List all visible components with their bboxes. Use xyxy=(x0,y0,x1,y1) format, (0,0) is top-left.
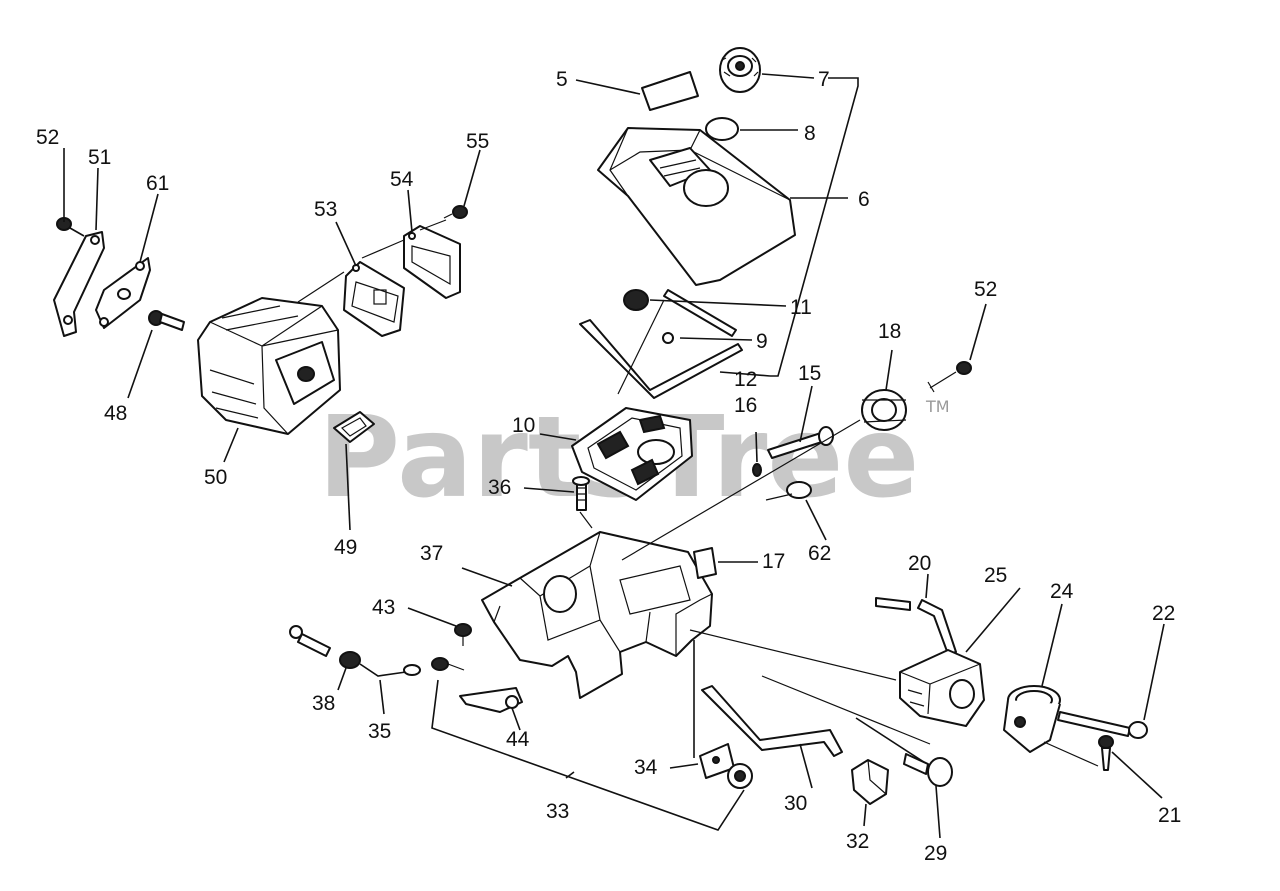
label-5: 5 xyxy=(556,68,568,91)
part-intake-24 xyxy=(1003,685,1061,753)
label-11: 11 xyxy=(790,296,812,319)
part-bolt-22 xyxy=(1057,711,1148,739)
label-62: 62 xyxy=(808,542,831,565)
label-29: 29 xyxy=(924,842,947,865)
part-switch-33 xyxy=(431,657,465,671)
part-screw-43 xyxy=(454,623,472,646)
part-pulley-18 xyxy=(861,389,907,431)
part-fuel-hose-20 xyxy=(875,597,957,655)
part-grommet-33b xyxy=(727,763,753,789)
label-43: 43 xyxy=(372,596,395,619)
part-bolt-48 xyxy=(148,310,185,331)
label-33: 33 xyxy=(546,800,569,823)
label-18: 18 xyxy=(878,320,901,343)
part-oring-8 xyxy=(705,117,739,141)
part-plate-61 xyxy=(95,257,151,329)
guide-line-muffler xyxy=(297,219,447,303)
label-37: 37 xyxy=(420,542,443,565)
label-52-left: 52 xyxy=(36,126,59,149)
label-17: 17 xyxy=(762,550,785,573)
part-bushing-62 xyxy=(786,481,812,499)
part-block-32 xyxy=(851,759,889,805)
part-gasket-17 xyxy=(693,547,717,579)
part-trigger-44 xyxy=(459,687,523,713)
part-muffler-50 xyxy=(197,297,341,435)
label-36: 36 xyxy=(488,476,511,499)
label-21: 21 xyxy=(1158,804,1181,827)
part-chassis-37 xyxy=(481,531,713,699)
watermark-trademark: TM xyxy=(925,397,950,416)
part-spring-16 xyxy=(752,463,762,477)
label-25: 25 xyxy=(984,564,1007,587)
part-fuel-line-12 xyxy=(579,319,743,399)
part-gasket-54 xyxy=(403,225,461,299)
part-heat-shield-53 xyxy=(343,261,405,337)
label-48: 48 xyxy=(104,402,127,425)
part-decal-5 xyxy=(641,71,699,111)
part-throttle-rod-30 xyxy=(701,685,843,757)
part-fuel-cap-7 xyxy=(719,47,761,93)
label-55: 55 xyxy=(466,130,489,153)
label-24: 24 xyxy=(1050,580,1074,603)
label-10: 10 xyxy=(512,414,535,437)
label-7: 7 xyxy=(818,68,830,91)
label-16: 16 xyxy=(734,394,757,417)
guide-line-right xyxy=(689,629,1099,767)
label-49: 49 xyxy=(334,536,357,559)
label-8: 8 xyxy=(804,122,816,145)
leader-lines xyxy=(63,73,1165,839)
label-15: 15 xyxy=(798,362,821,385)
part-gasket-49 xyxy=(333,411,375,443)
label-32: 32 xyxy=(846,830,869,853)
part-seal-9 xyxy=(662,332,674,344)
label-30: 30 xyxy=(784,792,807,815)
part-wire-35 xyxy=(359,663,421,677)
part-screw-52-right xyxy=(927,361,972,393)
part-grommet-11 xyxy=(623,289,737,337)
label-54: 54 xyxy=(390,168,414,191)
guide-line-center xyxy=(579,299,861,561)
label-22: 22 xyxy=(1152,602,1175,625)
label-53: 53 xyxy=(314,198,337,221)
part-carburetor-25 xyxy=(899,649,985,727)
label-61: 61 xyxy=(146,172,169,195)
label-35: 35 xyxy=(368,720,391,743)
label-6: 6 xyxy=(858,188,870,211)
label-20: 20 xyxy=(908,552,931,575)
part-wire-38 xyxy=(289,625,361,669)
part-choke-29 xyxy=(855,717,953,787)
part-screw-52-left xyxy=(56,217,85,237)
part-screw-36 xyxy=(572,476,590,511)
label-50: 50 xyxy=(204,466,227,489)
label-52-right: 52 xyxy=(974,278,997,301)
part-air-filter-10 xyxy=(571,407,693,501)
part-screw-21 xyxy=(1098,735,1114,771)
label-44: 44 xyxy=(506,728,530,751)
part-bracket-51 xyxy=(53,231,105,337)
part-nut-55 xyxy=(443,205,468,219)
label-12: 12 xyxy=(734,368,757,391)
part-tank-cover-6 xyxy=(597,127,796,286)
label-51: 51 xyxy=(88,146,111,169)
label-34: 34 xyxy=(634,756,658,779)
part-labels: 5 7 8 6 11 9 12 52 51 61 53 54 55 48 50 … xyxy=(36,68,1181,865)
label-38: 38 xyxy=(312,692,335,715)
label-9: 9 xyxy=(756,330,768,353)
